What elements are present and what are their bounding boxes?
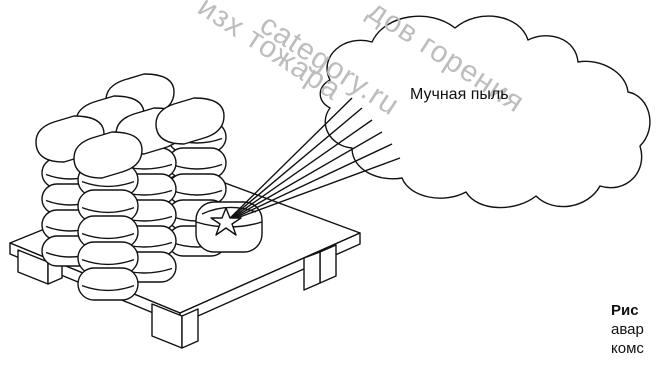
cloud — [319, 15, 651, 209]
figure-caption: Рис авар комс — [611, 301, 644, 358]
pallet-foot — [181, 308, 199, 349]
pallet-foot — [303, 251, 321, 291]
bag — [77, 267, 139, 301]
caption-line: комс — [611, 340, 644, 357]
bag-top — [73, 131, 143, 179]
pallet-foot — [319, 244, 337, 284]
caption-line: Рис — [611, 302, 639, 319]
cloud-label: Мучная пыль — [410, 86, 509, 103]
star-icon — [210, 207, 242, 236]
bag-top — [155, 97, 225, 145]
caption-line: авар — [611, 321, 644, 338]
dust-rays — [225, 97, 401, 223]
